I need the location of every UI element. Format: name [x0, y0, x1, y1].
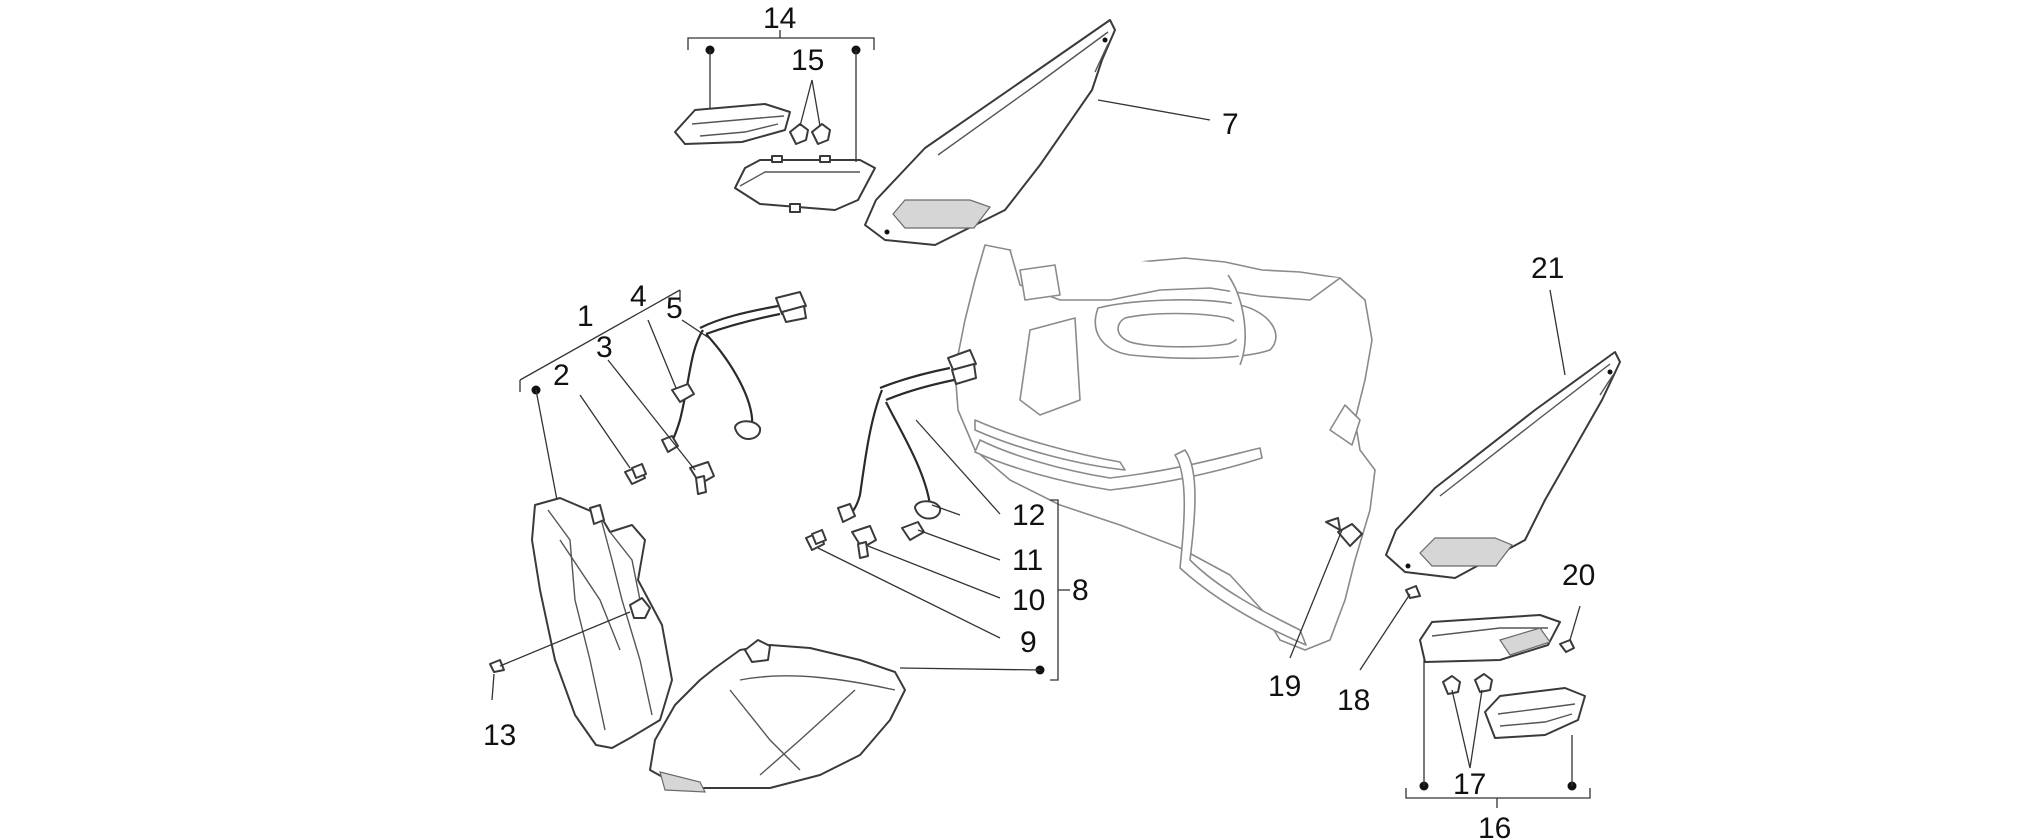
bulb-socket-3	[689, 461, 715, 495]
callout-19: 19	[1268, 670, 1301, 703]
callout-8: 8	[1072, 574, 1089, 607]
callout-3: 3	[596, 331, 613, 364]
callout-21: 21	[1531, 252, 1564, 285]
callout-4: 4	[630, 280, 647, 313]
callout-14: 14	[763, 2, 796, 35]
right-side-panel	[1385, 351, 1621, 579]
callout-16: 16	[1478, 812, 1511, 840]
front-turn-indicator-top	[674, 103, 876, 213]
callout-9: 9	[1020, 626, 1037, 659]
rear-body-shell	[954, 244, 1376, 651]
screw-13	[489, 659, 505, 673]
bulb-2	[624, 463, 647, 485]
wiring-harness-center	[837, 349, 977, 523]
callout-13: 13	[483, 719, 516, 752]
callout-18: 18	[1337, 684, 1370, 717]
callout-7: 7	[1222, 108, 1239, 141]
clip-19	[1325, 517, 1363, 547]
bulb-9	[805, 529, 827, 551]
rear-lens-cover	[649, 639, 906, 793]
callout-labels: 1 2 3 4 5 7 8 9 10 11 12 13 14 15 16 17 …	[483, 2, 1595, 840]
callout-2: 2	[553, 359, 570, 392]
clip-4	[671, 383, 695, 403]
left-side-panel	[864, 19, 1116, 246]
callout-15: 15	[791, 44, 824, 77]
callout-1: 1	[577, 300, 594, 333]
callout-12: 12	[1012, 499, 1045, 532]
callout-10: 10	[1012, 584, 1045, 617]
leader-lines	[491, 30, 1591, 808]
callout-5: 5	[666, 292, 683, 325]
callout-17: 17	[1453, 768, 1486, 801]
callout-11: 11	[1012, 544, 1043, 577]
bulb-socket-10	[851, 525, 877, 559]
callout-20: 20	[1562, 559, 1595, 592]
rear-turn-indicator-bottom	[1419, 614, 1586, 739]
wiring-harness-left	[661, 291, 807, 453]
